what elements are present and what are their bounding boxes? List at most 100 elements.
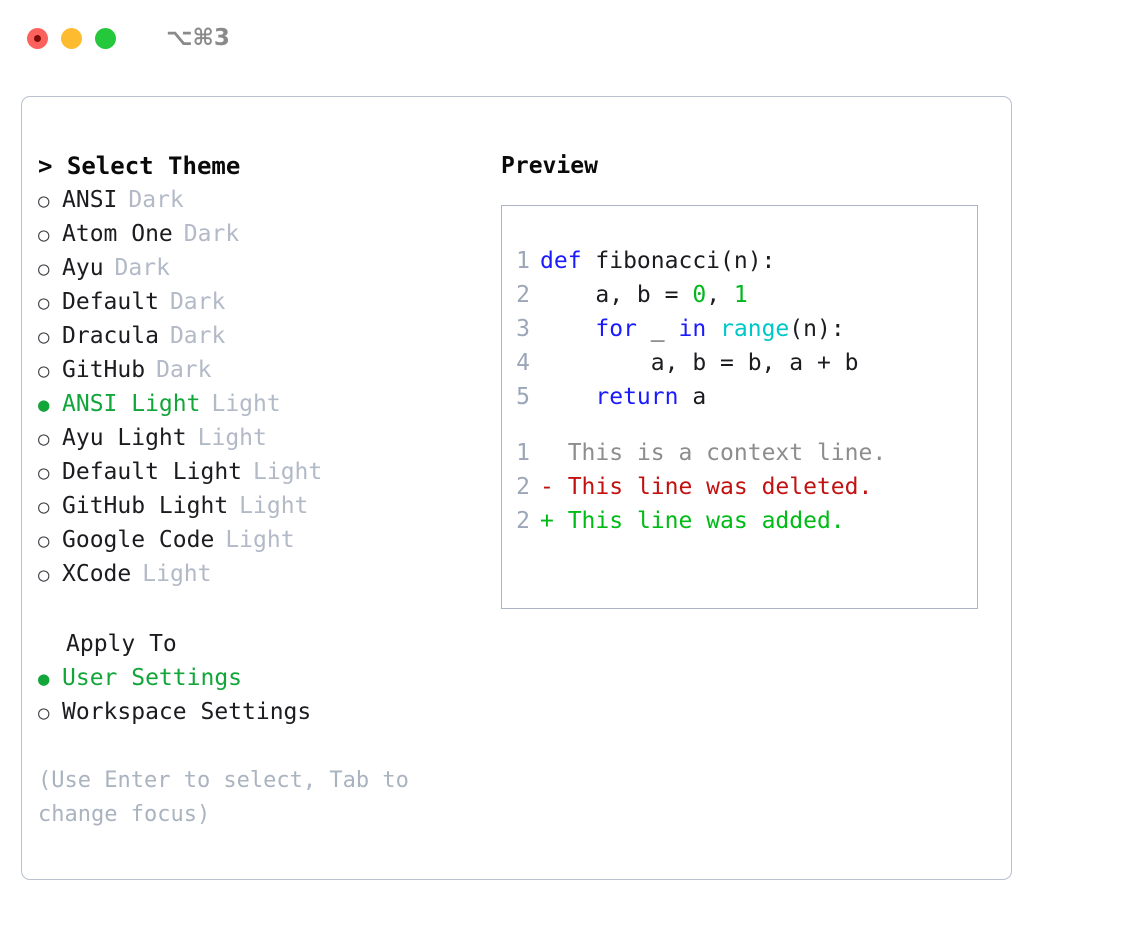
code-token-txt: a, b =	[540, 282, 693, 308]
radio-unselected-icon: ○	[38, 530, 50, 552]
code-token-txt: ,	[706, 282, 734, 308]
theme-list-item[interactable]: ○ Google Code Light	[38, 523, 478, 557]
radio-unselected-icon: ○	[38, 258, 50, 280]
theme-list-item[interactable]: ○ GitHub Light Light	[38, 489, 478, 523]
radio-unselected-icon: ○	[38, 326, 50, 348]
code-token-fn: range	[720, 316, 790, 342]
radio-selected-icon: ●	[38, 394, 50, 416]
radio-unselected-icon: ○	[38, 564, 50, 586]
apply-to-label: Apply To	[66, 631, 177, 657]
theme-name: ANSI	[62, 187, 118, 213]
code-token-kw: for	[595, 316, 637, 342]
radio-unselected-icon: ○	[38, 462, 50, 484]
diff-text: This line was added.	[567, 508, 845, 534]
diff-text: This is a context line.	[567, 440, 887, 466]
diff-line: 2- This line was deleted.	[516, 470, 971, 504]
theme-variant-badge: Dark	[128, 187, 184, 213]
diff-marker: +	[540, 508, 568, 534]
theme-variant-badge: Light	[197, 425, 267, 451]
theme-variant-badge: Dark	[169, 323, 226, 349]
apply-to-option-label: Workspace Settings	[62, 699, 312, 725]
code-token-txt	[540, 384, 595, 410]
theme-variant-badge: Light	[211, 391, 281, 417]
code-token-kw: in	[678, 316, 707, 342]
apply-to-option-label: User Settings	[62, 665, 243, 691]
theme-name: Dracula	[62, 323, 159, 349]
theme-list-item[interactable]: ● ANSI Light Light	[38, 387, 478, 421]
code-line: 3 for _ in range(n):	[516, 312, 971, 346]
line-number: 4	[516, 350, 530, 376]
radio-selected-icon: ●	[38, 668, 50, 690]
keyboard-shortcut-label: ⌥⌘3	[166, 25, 230, 51]
theme-list-item[interactable]: ○ Dracula Dark	[38, 319, 478, 353]
close-button[interactable]	[27, 27, 48, 49]
traffic-lights	[27, 27, 116, 49]
theme-variant-badge: Light	[225, 527, 295, 553]
apply-to-option[interactable]: ● User Settings	[38, 661, 478, 695]
radio-unselected-icon: ○	[38, 360, 50, 382]
diff-line: 1 This is a context line.	[516, 436, 971, 470]
line-number: 5	[516, 384, 530, 410]
diff-marker	[540, 440, 568, 466]
code-token-txt: a, b = b, a + b	[540, 350, 859, 376]
diff-sample: 1 This is a context line.2- This line wa…	[516, 436, 971, 538]
code-token-num: 1	[733, 282, 748, 308]
select-theme-header: > Select Theme	[38, 152, 241, 180]
code-token-txt: (n):	[789, 316, 845, 342]
code-token-kw: return	[595, 384, 679, 410]
radio-unselected-icon: ○	[38, 190, 50, 212]
code-line: 2 a, b = 0, 1	[516, 278, 971, 312]
code-token-txt: a	[678, 384, 707, 410]
theme-name: Default	[62, 289, 159, 315]
theme-name: Google Code	[62, 527, 215, 553]
theme-list-item[interactable]: ○ ANSI Dark	[38, 183, 478, 217]
theme-name: ANSI Light	[62, 391, 201, 417]
theme-variant-badge: Light	[253, 459, 323, 485]
line-number: 3	[516, 316, 530, 342]
radio-unselected-icon: ○	[38, 224, 50, 246]
radio-unselected-icon: ○	[38, 702, 50, 724]
line-number: 2	[516, 282, 530, 308]
theme-name: Ayu	[62, 255, 104, 281]
theme-name: Default Light	[62, 459, 243, 485]
code-token-txt	[540, 316, 595, 342]
radio-unselected-icon: ○	[38, 496, 50, 518]
maximize-button[interactable]	[95, 27, 116, 49]
diff-line-number: 1	[516, 440, 530, 466]
minimize-button[interactable]	[61, 27, 82, 49]
theme-name: Atom One	[62, 221, 173, 247]
diff-line-number: 2	[516, 474, 530, 500]
diff-marker: -	[540, 474, 568, 500]
window-titlebar: ⌥⌘3	[0, 0, 1140, 76]
theme-list-item[interactable]: ○ GitHub Dark	[38, 353, 478, 387]
theme-variant-badge: Light	[239, 493, 309, 519]
theme-name: GitHub Light	[62, 493, 229, 519]
diff-line-number: 2	[516, 508, 530, 534]
code-token-txt	[706, 316, 720, 342]
code-token-txt: _	[636, 316, 679, 342]
theme-list-item[interactable]: ○ Ayu Dark	[38, 251, 478, 285]
apply-to-option[interactable]: ○ Workspace Settings	[38, 695, 478, 729]
theme-variant-badge: Dark	[114, 255, 170, 281]
theme-name: Ayu Light	[62, 425, 187, 451]
keyboard-hint-text: (Use Enter to select, Tab to change focu…	[38, 768, 409, 827]
theme-name: GitHub	[62, 357, 146, 383]
apply-to-option-list[interactable]: ● User Settings ○ Workspace Settings	[38, 661, 478, 729]
code-line: 4 a, b = b, a + b	[516, 346, 971, 380]
code-token-num: 0	[692, 282, 707, 308]
theme-variant-badge: Dark	[169, 289, 226, 315]
theme-list-item[interactable]: ○ Default Light Light	[38, 455, 478, 489]
line-number: 1	[516, 248, 530, 274]
theme-variant-badge: Dark	[156, 357, 212, 383]
